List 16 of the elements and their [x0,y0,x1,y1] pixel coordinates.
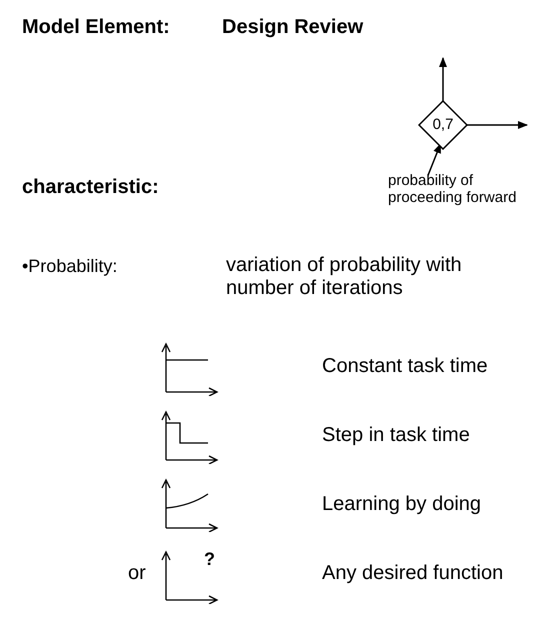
decision-diamond: 0,7 [418,100,468,150]
heading: Design Review [222,16,364,39]
prefix-text: or [128,562,146,585]
arrow [427,143,442,176]
caption-text: Constant task time [322,355,488,378]
annotation-text: probability of proceeding forward [388,172,548,206]
bullet-text: •Probability: [22,256,118,277]
section-heading: characteristic: [22,176,159,199]
question-mark: ? [204,549,215,570]
arrow [439,57,447,101]
caption-text: Learning by doing [322,493,482,516]
arrow [467,121,528,129]
heading: Model Element: [22,16,170,39]
caption-text: Any desired function [322,562,504,585]
caption-text: Step in task time [322,424,470,447]
description-text: variation of probability with number of iterations [226,254,463,300]
